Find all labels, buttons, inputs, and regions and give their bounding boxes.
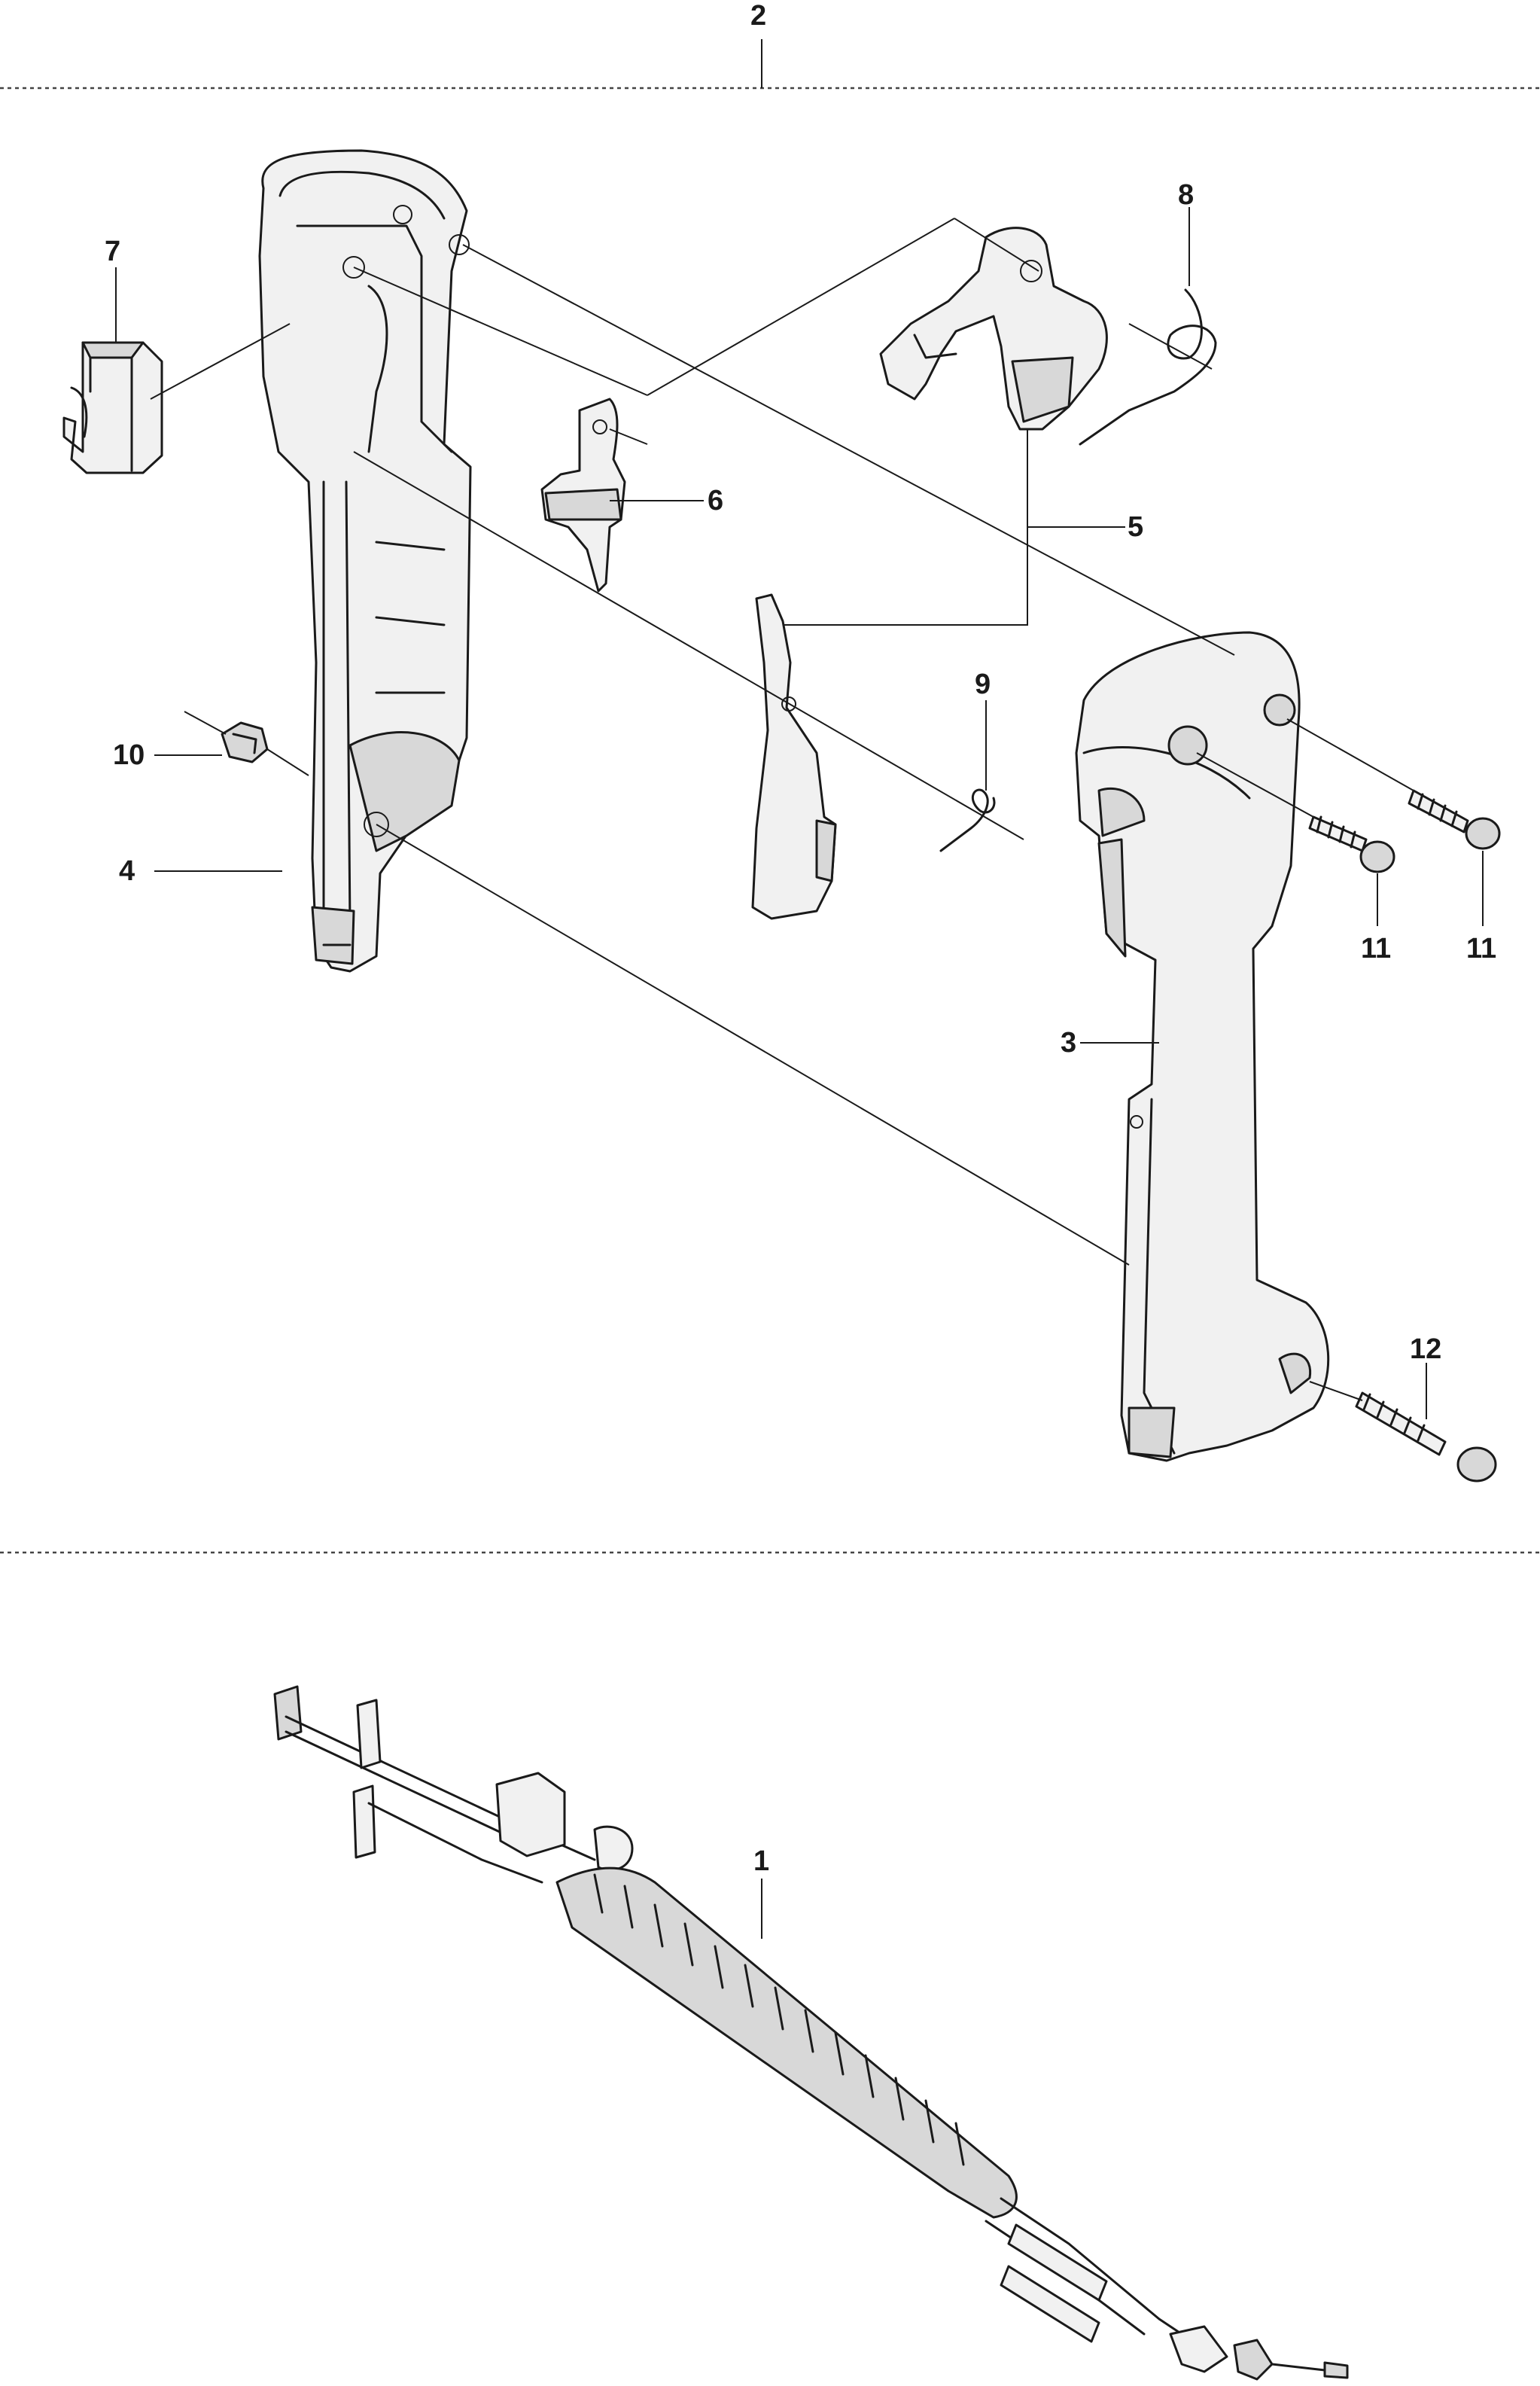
part-6-lever: [540, 398, 626, 593]
callout-2: 2: [750, 0, 767, 32]
callout-5: 5: [1128, 511, 1144, 543]
part-1-throttle-cable: [273, 1685, 1349, 2381]
callout-1: 1: [753, 1845, 770, 1877]
part-5-trigger-upper: [879, 227, 1108, 431]
leader-lines: [115, 207, 1484, 1939]
part-8-spring: [1079, 288, 1217, 446]
callout-3: 3: [1061, 1027, 1077, 1059]
callout-8: 8: [1178, 179, 1195, 211]
part-7-switch: [62, 341, 163, 474]
part-11-screw-b: [1408, 789, 1501, 850]
callout-10: 10: [113, 739, 145, 771]
part-4-handle-half-left: [258, 149, 472, 973]
part-12-screw: [1355, 1391, 1497, 1482]
callout-12: 12: [1410, 1333, 1442, 1365]
callout-11-left: 11: [1361, 933, 1392, 964]
callout-7: 7: [105, 236, 121, 267]
part-3-handle-half-right: [1075, 631, 1330, 1462]
part-5-trigger-lower: [751, 593, 837, 920]
part-10-nut: [221, 721, 269, 763]
callout-9: 9: [975, 669, 991, 700]
part-11-screw-a: [1308, 815, 1395, 873]
callout-11-right: 11: [1466, 933, 1497, 964]
callout-6: 6: [708, 485, 724, 517]
callout-4: 4: [119, 855, 135, 887]
part-9-spring: [939, 788, 996, 852]
